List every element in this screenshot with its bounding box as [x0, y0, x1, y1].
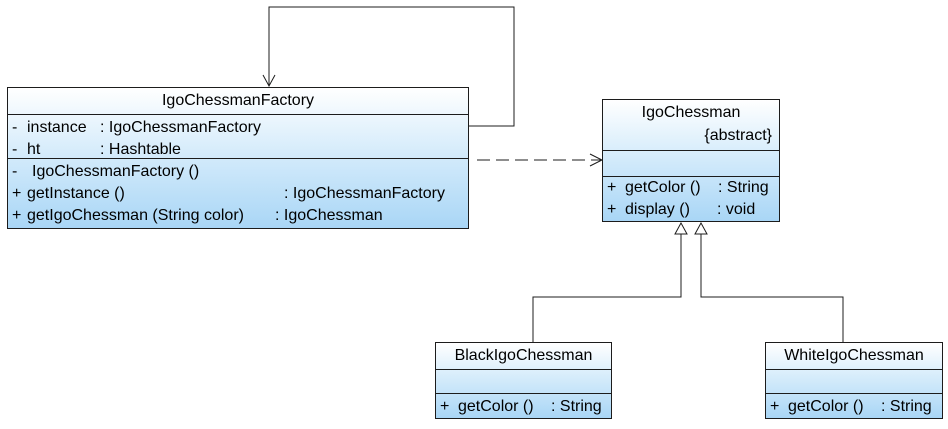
- operation-name: display (): [625, 201, 690, 218]
- class-name: IgoChessman: [641, 104, 741, 121]
- operation-name: getIgoChessman (String color): [27, 207, 244, 224]
- visibility-marker: -: [12, 141, 18, 158]
- self-association-arrowhead: [262, 74, 276, 88]
- class-igochessman[interactable]: IgoChessman {abstract} + getColor () : S…: [602, 99, 780, 222]
- attributes-compartment: [766, 369, 942, 393]
- operation-name: getColor (): [788, 398, 864, 415]
- self-association-line: [268, 6, 515, 127]
- operation-type: : void: [717, 201, 756, 218]
- operations-compartment: + getColor () : String + display () : vo…: [603, 176, 779, 222]
- operation-name: getColor (): [458, 398, 534, 415]
- operation-type: : String: [551, 398, 602, 415]
- operation-type: : String: [718, 179, 769, 196]
- visibility-marker: +: [440, 398, 450, 415]
- black-generalization-line: [532, 234, 682, 342]
- attributes-compartment: [603, 150, 779, 176]
- visibility-marker: +: [12, 185, 22, 202]
- attribute-name: ht: [27, 141, 41, 158]
- visibility-marker: +: [12, 207, 22, 224]
- attribute-name: instance: [27, 119, 87, 136]
- class-blackigochessman[interactable]: BlackIgoChessman + getColor () : String: [435, 342, 612, 419]
- visibility-marker: +: [770, 398, 780, 415]
- operations-compartment: + getColor () : String: [766, 393, 942, 419]
- white-generalization-line: [700, 234, 844, 342]
- attributes-compartment: - instance : IgoChessmanFactory - ht : H…: [8, 114, 468, 158]
- class-name: IgoChessmanFactory: [161, 92, 315, 109]
- attribute-type: : Hashtable: [100, 141, 181, 158]
- operation-type: : IgoChessmanFactory: [284, 185, 445, 202]
- visibility-marker: -: [12, 163, 18, 180]
- operations-compartment: + getColor () : String: [436, 393, 611, 419]
- operation-name: getColor (): [625, 179, 701, 196]
- operations-compartment: - IgoChessmanFactory () + getInstance ()…: [8, 158, 468, 228]
- class-igochessmanfactory[interactable]: IgoChessmanFactory - instance : IgoChess…: [7, 87, 469, 229]
- white-generalization-triangle: [694, 221, 708, 235]
- visibility-marker: -: [12, 119, 18, 136]
- class-whiteigochessman[interactable]: WhiteIgoChessman + getColor () : String: [765, 342, 943, 419]
- operation-name: IgoChessmanFactory (): [32, 163, 200, 180]
- operation-name: getInstance (): [27, 185, 125, 202]
- class-name: WhiteIgoChessman: [784, 347, 924, 364]
- class-name: BlackIgoChessman: [454, 347, 593, 364]
- visibility-marker: +: [607, 201, 617, 218]
- operation-type: : String: [881, 398, 932, 415]
- visibility-marker: +: [607, 179, 617, 196]
- abstract-stereotype: {abstract}: [704, 127, 772, 144]
- operation-type: : IgoChessman: [275, 207, 383, 224]
- attributes-compartment: [436, 369, 611, 393]
- attribute-type: : IgoChessmanFactory: [100, 119, 261, 136]
- black-generalization-triangle: [674, 221, 688, 235]
